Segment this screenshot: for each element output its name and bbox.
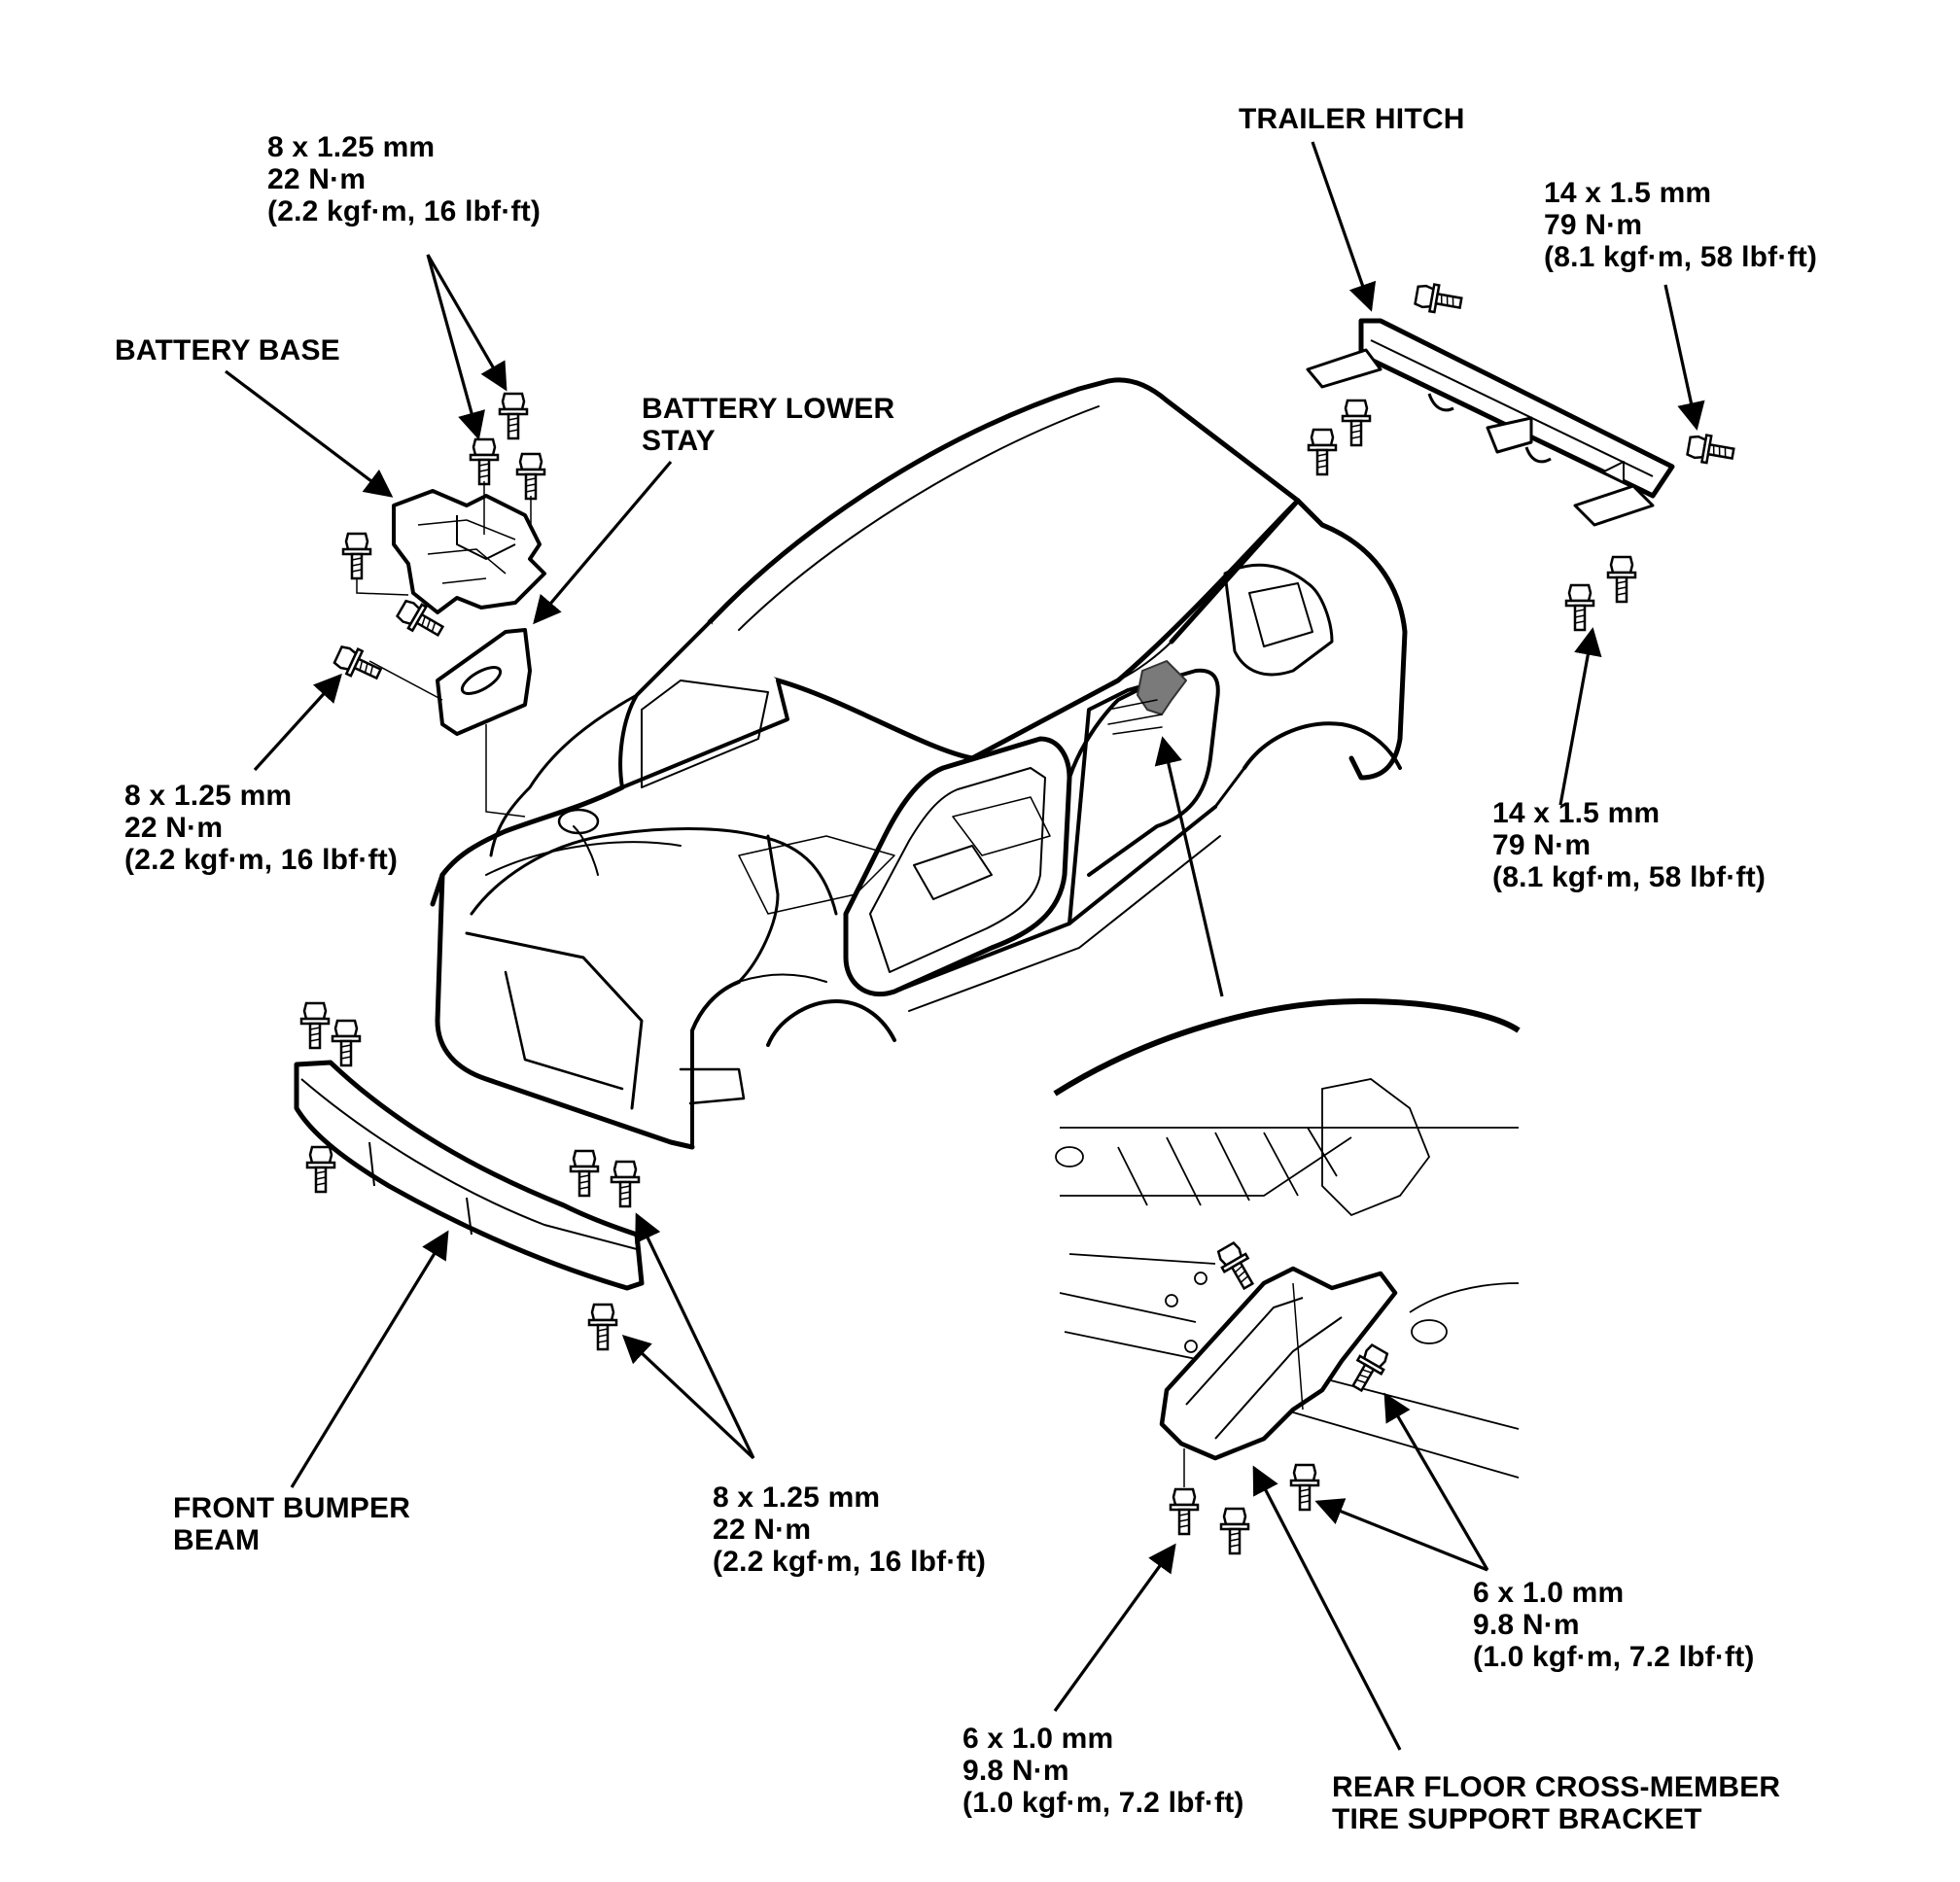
torque-spec-rear-bracket-right: 6 x 1.0 mm 9.8 N·m (1.0 kgf·m, 7.2 lbf·f… [1473,1577,1755,1673]
battery-base-part [392,489,546,614]
label-trailer-hitch: TRAILER HITCH [1239,103,1465,135]
torque-spec-battery-stay-side: 8 x 1.25 mm 22 N·m (2.2 kgf·m, 16 lbf·ft… [124,780,399,876]
detail-inset [1053,997,1521,1555]
battery-lower-stay-part [436,628,532,736]
label-rear-floor-bracket: REAR FLOOR CROSS-MEMBER TIRE SUPPORT BRA… [1332,1771,1781,1835]
trailer-hitch-part [1306,318,1675,527]
leader-arrows [225,141,1705,1751]
label-battery-base: BATTERY BASE [115,334,340,366]
torque-spec-trailer-hitch-top: 14 x 1.5 mm 79 N·m (8.1 kgf·m, 58 lbf·ft… [1544,177,1818,273]
torque-spec-front-bumper: 8 x 1.25 mm 22 N·m (2.2 kgf·m, 16 lbf·ft… [713,1481,987,1578]
battery-guide-lines [356,481,532,818]
torque-spec-rear-bracket-left: 6 x 1.0 mm 9.8 N·m (1.0 kgf·m, 7.2 lbf·f… [962,1723,1244,1819]
vehicle-body-shell [430,377,1408,1150]
torque-spec-trailer-hitch-bottom: 14 x 1.5 mm 79 N·m (8.1 kgf·m, 58 lbf·ft… [1492,797,1767,893]
label-battery-lower-stay: BATTERY LOWER STAY [642,393,895,457]
label-front-bumper-beam: FRONT BUMPER BEAM [173,1492,411,1556]
front-bumper-beam-part [294,1060,645,1291]
torque-spec-battery-base-top: 8 x 1.25 mm 22 N·m (2.2 kgf·m, 16 lbf·ft… [267,131,542,227]
